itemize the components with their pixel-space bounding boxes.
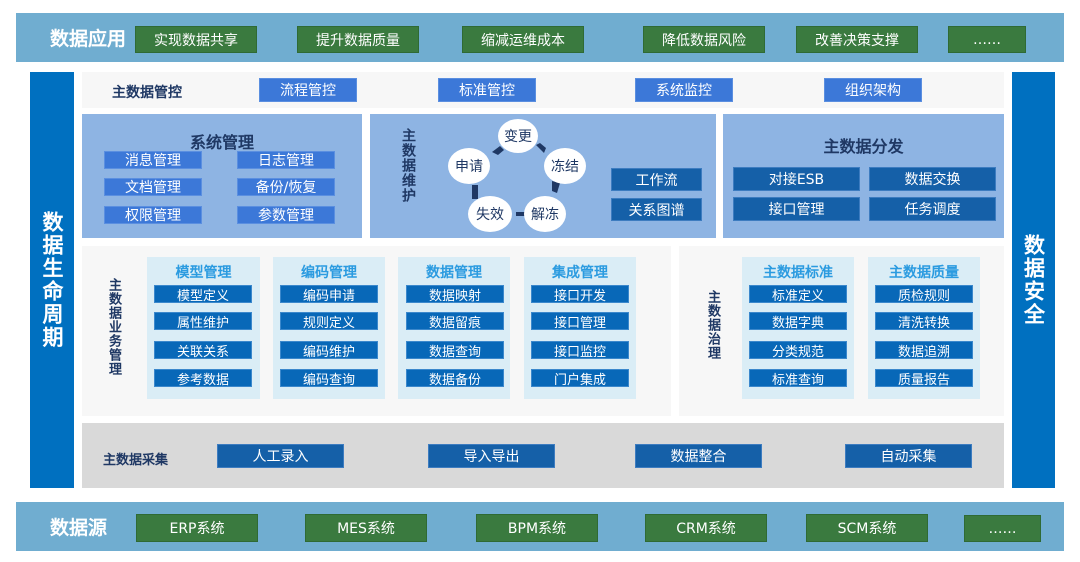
business-item[interactable]: 规则定义 xyxy=(280,312,378,331)
source-item[interactable]: MES系统 xyxy=(305,514,427,542)
business-item[interactable]: 接口监控 xyxy=(531,341,629,360)
group-title: 数据管理 xyxy=(426,265,482,281)
control-item[interactable]: 组织架构 xyxy=(824,78,922,102)
cycle-node-invalidate[interactable]: 失效 xyxy=(468,196,512,232)
business-item[interactable]: 编码维护 xyxy=(280,341,378,360)
business-item[interactable]: 接口管理 xyxy=(531,312,629,331)
source-item[interactable]: CRM系统 xyxy=(645,514,767,542)
governance-item[interactable]: 质检规则 xyxy=(875,285,973,304)
group-title: 集成管理 xyxy=(552,265,608,281)
system-item[interactable]: 权限管理 xyxy=(104,206,202,224)
control-title: 主数据管控 xyxy=(112,85,182,101)
governance-title: 主数据治理 xyxy=(705,290,720,360)
business-item[interactable]: 模型定义 xyxy=(154,285,252,304)
distribution-title: 主数据分发 xyxy=(823,137,904,156)
system-item[interactable]: 备份/恢复 xyxy=(237,178,335,196)
source-item[interactable]: ERP系统 xyxy=(136,514,258,542)
collection-item[interactable]: 自动采集 xyxy=(845,444,972,468)
cycle-node-freeze[interactable]: 冻结 xyxy=(544,148,586,184)
source-item-more[interactable]: …… xyxy=(964,515,1041,542)
collection-item[interactable]: 导入导出 xyxy=(428,444,555,468)
governance-item[interactable]: 质量报告 xyxy=(875,369,973,388)
app-item[interactable]: 提升数据质量 xyxy=(297,26,419,53)
arrow-icon xyxy=(492,146,504,155)
arrow-icon xyxy=(472,185,478,199)
arrow-icon xyxy=(516,212,526,216)
business-item[interactable]: 接口开发 xyxy=(531,285,629,304)
business-item[interactable]: 参考数据 xyxy=(154,369,252,388)
distribution-item[interactable]: 任务调度 xyxy=(869,197,996,221)
governance-item[interactable]: 数据字典 xyxy=(749,312,847,331)
business-item[interactable]: 编码查询 xyxy=(280,369,378,388)
business-management-title: 主数据业务管理 xyxy=(106,278,121,376)
cycle-node-apply[interactable]: 申请 xyxy=(448,148,490,184)
distribution-item[interactable]: 数据交换 xyxy=(869,167,996,191)
governance-item[interactable]: 数据追溯 xyxy=(875,341,973,360)
group-title: 主数据质量 xyxy=(889,265,959,281)
control-item[interactable]: 标准管控 xyxy=(438,78,536,102)
system-item[interactable]: 参数管理 xyxy=(237,206,335,224)
governance-item[interactable]: 分类规范 xyxy=(749,341,847,360)
system-item[interactable]: 日志管理 xyxy=(237,151,335,169)
governance-item[interactable]: 标准查询 xyxy=(749,369,847,388)
distribution-item[interactable]: 对接ESB xyxy=(733,167,860,191)
system-item[interactable]: 文档管理 xyxy=(104,178,202,196)
group-title: 主数据标准 xyxy=(763,265,833,281)
maintenance-title: 主数据维护 xyxy=(400,128,416,203)
cycle-node-unfreeze[interactable]: 解冻 xyxy=(524,196,566,232)
governance-item[interactable]: 标准定义 xyxy=(749,285,847,304)
app-item[interactable]: 改善决策支撑 xyxy=(796,26,918,53)
data-lifecycle-bar: 数据生命周期 xyxy=(30,72,74,488)
collection-item[interactable]: 人工录入 xyxy=(217,444,344,468)
business-item[interactable]: 关联关系 xyxy=(154,341,252,360)
maintenance-item[interactable]: 关系图谱 xyxy=(611,198,702,221)
control-item[interactable]: 流程管控 xyxy=(259,78,357,102)
source-item[interactable]: BPM系统 xyxy=(476,514,598,542)
app-item[interactable]: 实现数据共享 xyxy=(135,26,257,53)
control-item[interactable]: 系统监控 xyxy=(635,78,733,102)
collection-title: 主数据采集 xyxy=(103,453,169,468)
governance-item[interactable]: 清洗转换 xyxy=(875,312,973,331)
data-application-title: 数据应用 xyxy=(50,28,127,50)
lifecycle-arrows xyxy=(472,143,560,216)
data-source-title: 数据源 xyxy=(50,517,108,539)
system-item[interactable]: 消息管理 xyxy=(104,151,202,169)
collection-item[interactable]: 数据整合 xyxy=(635,444,762,468)
business-item[interactable]: 数据留痕 xyxy=(406,312,504,331)
system-management-title: 系统管理 xyxy=(189,133,254,152)
arrow-icon xyxy=(552,181,560,193)
distribution-item[interactable]: 接口管理 xyxy=(733,197,860,221)
data-security-bar: 数据安全 xyxy=(1012,72,1055,488)
group-title: 编码管理 xyxy=(301,265,357,281)
app-item[interactable]: 缩减运维成本 xyxy=(462,26,584,53)
app-item[interactable]: 降低数据风险 xyxy=(643,26,765,53)
business-item[interactable]: 门户集成 xyxy=(531,369,629,388)
maintenance-item[interactable]: 工作流 xyxy=(611,168,702,191)
business-item[interactable]: 编码申请 xyxy=(280,285,378,304)
app-item-more[interactable]: …… xyxy=(948,26,1026,53)
business-item[interactable]: 数据备份 xyxy=(406,369,504,388)
business-item[interactable]: 数据映射 xyxy=(406,285,504,304)
cycle-node-change[interactable]: 变更 xyxy=(498,119,538,153)
arrow-icon xyxy=(536,143,546,153)
group-title: 模型管理 xyxy=(175,265,232,281)
business-item[interactable]: 属性维护 xyxy=(154,312,252,331)
source-item[interactable]: SCM系统 xyxy=(806,514,928,542)
business-item[interactable]: 数据查询 xyxy=(406,341,504,360)
